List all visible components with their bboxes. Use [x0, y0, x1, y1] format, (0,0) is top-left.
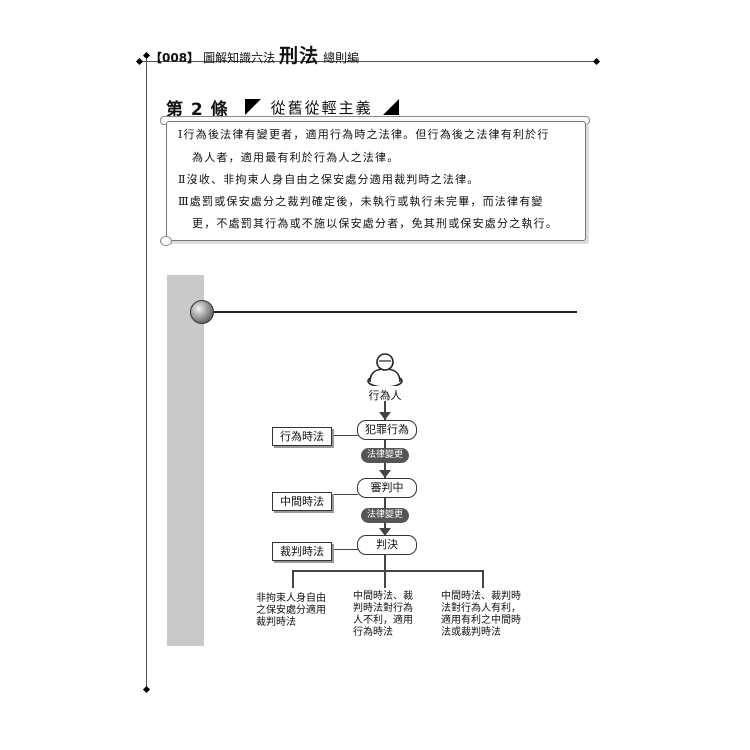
book-section: 總則編 [323, 51, 360, 65]
law-change-badge: 法律變更 [361, 508, 409, 523]
section-side-bar [167, 275, 204, 646]
tag-connector [332, 549, 358, 550]
header-rule [140, 61, 596, 62]
branch-drop [384, 570, 386, 588]
branch-drop [482, 570, 484, 588]
arrow-down-icon [379, 470, 391, 478]
page-header: 【008】 圖解知識六法 刑法 總則編 [150, 41, 359, 67]
book-subject: 刑法 [279, 45, 320, 67]
book-title: 圖解知識六法 [203, 51, 276, 65]
page-number: 【008】 [150, 51, 200, 65]
corner-mark [142, 685, 151, 694]
statute-line: Ⅲ處罰或保安處分之裁判確定後，未執行或執行未完畢，而法律有變 [178, 195, 544, 208]
heading-triangle-right [382, 99, 399, 115]
statute-line: Ⅰ行為後法律有變更者，適用行為時之法律。但行為後之法律有利於行 [178, 128, 550, 141]
statute-line: 更，不處罰其行為或不施以保安處分者，免其刑或保安處分之執行。 [192, 217, 558, 230]
outcome-judgment-law: 非拘束人身自由 之保安處分適用 裁判時法 [256, 593, 326, 628]
tag-connector [332, 494, 358, 495]
statute-scroll [166, 121, 586, 241]
section-bullet-icon [190, 300, 214, 324]
margin-line-left [146, 55, 147, 690]
statute-line: 為人者，適用最有利於行為人之法律。 [192, 151, 400, 164]
tag-interim-law: 中間時法 [272, 492, 332, 511]
stage-judgment: 判決 [357, 535, 417, 555]
heading-triangle-left [244, 99, 261, 115]
outcome-act-time-law: 中間時法、裁 判時法對行為 人不利，適用 行為時法 [353, 591, 413, 638]
corner-mark [142, 51, 151, 60]
stage-trial: 審判中 [357, 478, 417, 498]
branch-drop [292, 570, 294, 588]
corner-mark [135, 57, 144, 66]
tag-judgment-time-law: 裁判時法 [272, 542, 332, 561]
article-number: 第 2 條 [166, 99, 229, 120]
outcome-favorable-law: 中間時法、裁判時 法對行為人有利， 適用有利之中間時 法或裁判時法 [441, 591, 521, 638]
actor-label: 行為人 [368, 389, 402, 402]
branch-bar [292, 570, 484, 572]
person-icon [367, 353, 403, 386]
tag-act-time-law: 行為時法 [272, 427, 332, 446]
article-heading: 第 2 條 從舊從輕主義 [166, 96, 399, 120]
stage-crime-act: 犯罪行為 [357, 420, 417, 440]
law-change-badge: 法律變更 [361, 448, 409, 463]
arrow-down-icon [379, 412, 391, 420]
section-rule [214, 311, 577, 313]
statute-line: Ⅱ沒收、非拘束人身自由之保安處分適用裁判時之法律。 [178, 173, 480, 186]
arrow-down-icon [379, 528, 391, 536]
tag-connector [332, 435, 358, 436]
corner-mark [592, 57, 601, 66]
scroll-roll-bottom [160, 236, 172, 246]
article-title: 從舊從輕主義 [270, 98, 373, 117]
